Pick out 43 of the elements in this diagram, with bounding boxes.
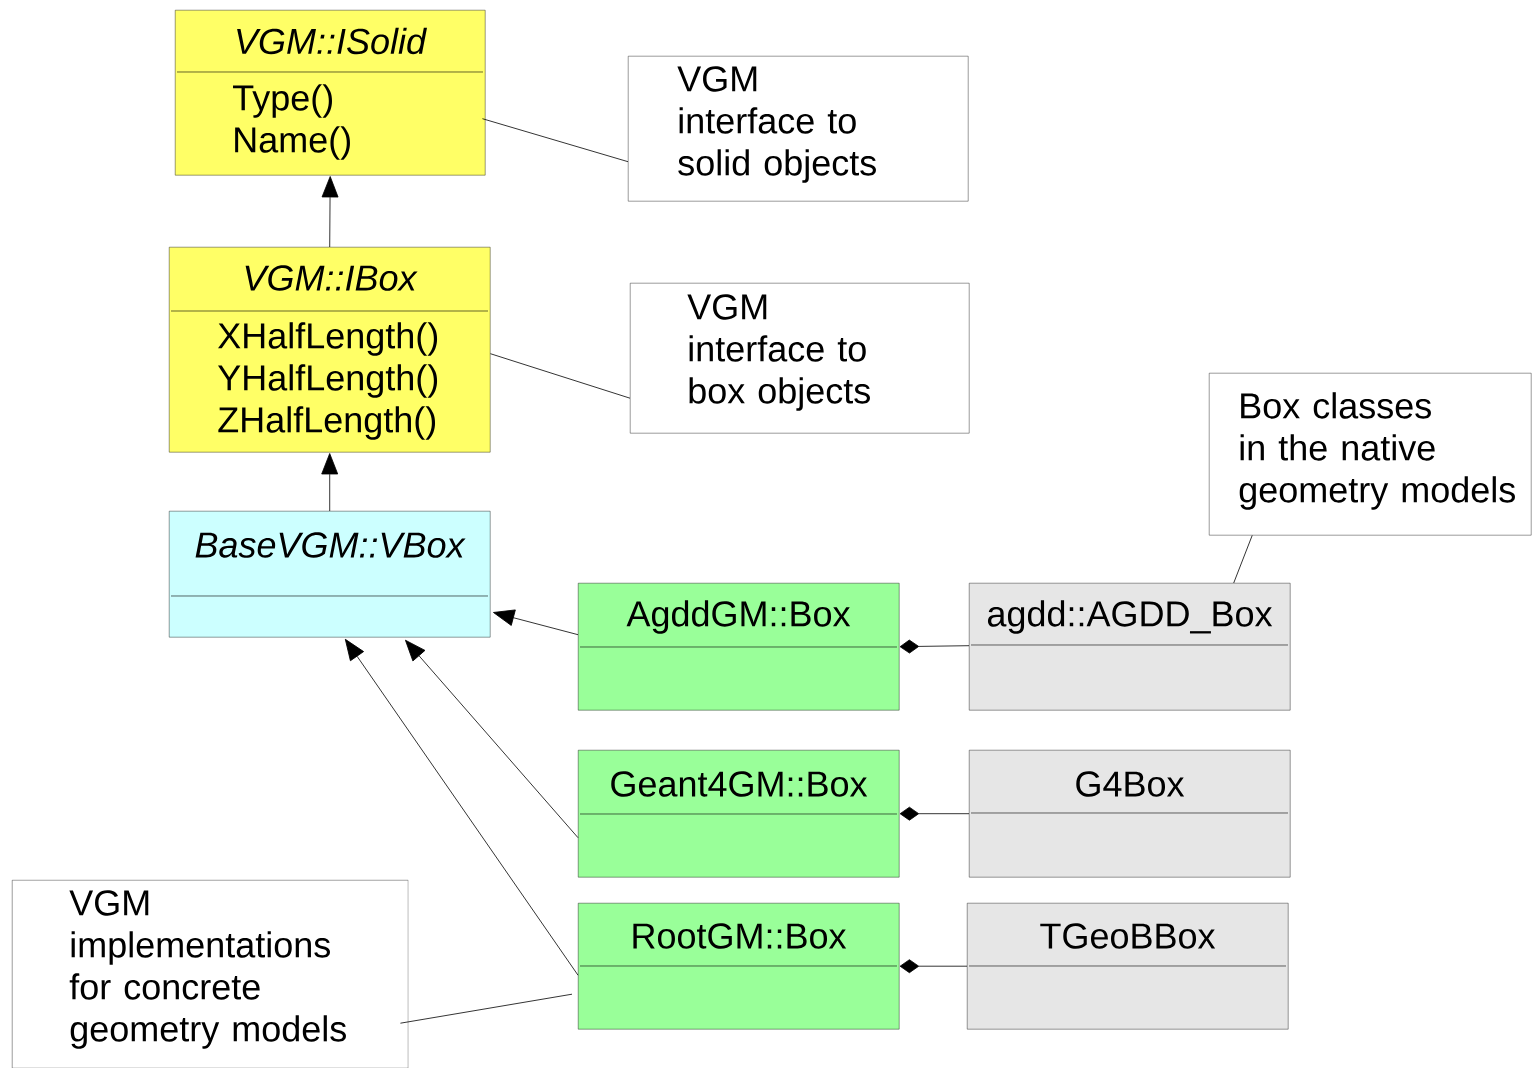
class-box bbox=[169, 247, 491, 453]
class-name: Geant4GM::Box bbox=[611, 771, 868, 797]
note-text: VGM interface to box objects bbox=[687, 294, 870, 411]
note-box bbox=[1209, 373, 1532, 536]
class-name: AgddGM::Box bbox=[626, 600, 851, 634]
note-box bbox=[12, 880, 409, 1068]
class-box bbox=[578, 903, 900, 1030]
class-box bbox=[175, 10, 486, 176]
class-box bbox=[969, 583, 1291, 711]
note-box bbox=[628, 56, 969, 202]
leader-line bbox=[482, 118, 629, 163]
inheritance-arrow bbox=[321, 176, 339, 248]
inheritance-arrow bbox=[493, 609, 579, 636]
class-box bbox=[967, 903, 1289, 1030]
inheritance-arrow bbox=[405, 639, 579, 839]
class-box bbox=[578, 583, 900, 711]
method-name: Type() bbox=[233, 84, 332, 118]
method-name: XHalfLength() bbox=[218, 322, 438, 356]
inheritance-arrow bbox=[344, 638, 579, 976]
method-name: YHalfLength() bbox=[218, 364, 438, 398]
leader-line bbox=[400, 993, 573, 1024]
note-text: VGM implementations for concrete geometry models bbox=[69, 890, 346, 1049]
class-name: G4Box bbox=[1076, 771, 1185, 797]
class-box bbox=[578, 750, 900, 878]
class-box bbox=[169, 511, 491, 638]
class-name: agdd::AGDD_Box bbox=[987, 600, 1273, 634]
note-text: Box classes in the native geometry models bbox=[1239, 392, 1515, 510]
leader-line bbox=[1233, 535, 1253, 584]
class-name: RootGM::Box bbox=[633, 923, 847, 949]
class-box bbox=[969, 750, 1291, 878]
leader-line bbox=[490, 353, 631, 399]
class-name: TGeoBBox bbox=[1040, 923, 1216, 949]
class-name: VGM::IBox bbox=[245, 265, 418, 291]
method-name: Name() bbox=[235, 126, 350, 160]
class-name: VGM::ISolid bbox=[237, 27, 427, 55]
aggregation-line bbox=[899, 806, 970, 821]
aggregation-line bbox=[899, 959, 968, 974]
method-name: ZHalfLength() bbox=[218, 406, 436, 440]
note-text: VGM interface to solid objects bbox=[677, 66, 876, 183]
note-box bbox=[630, 283, 970, 434]
class-name: BaseVGM::VBox bbox=[195, 532, 466, 558]
inheritance-arrow bbox=[321, 453, 339, 512]
aggregation-line bbox=[899, 639, 970, 654]
